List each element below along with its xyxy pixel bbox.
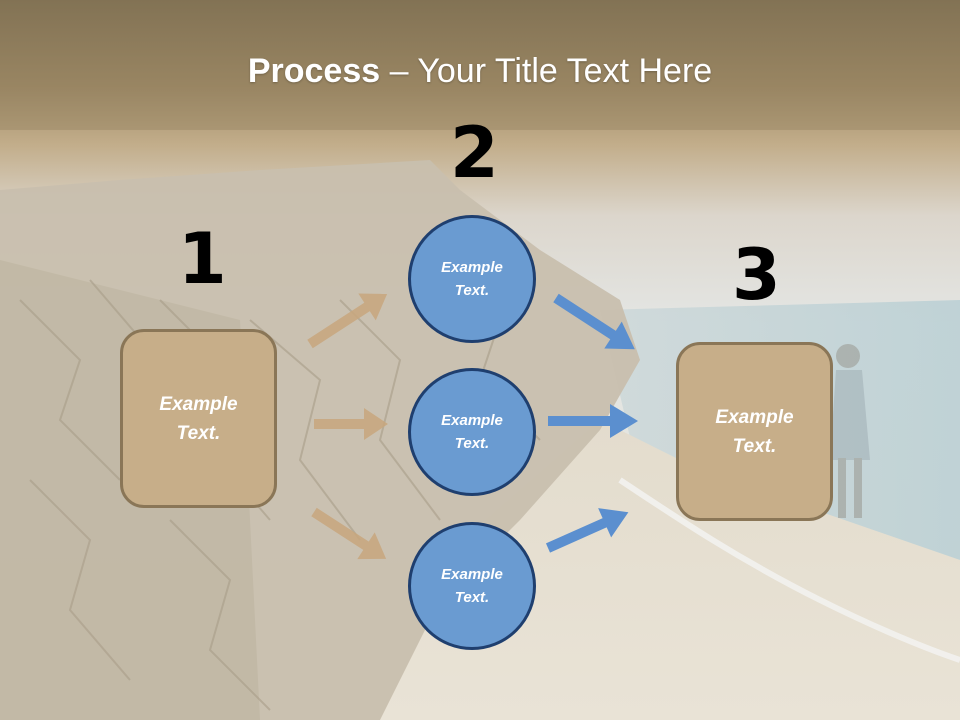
step-3-box[interactable]: Example Text.	[676, 342, 833, 521]
step-number-2: 2	[450, 112, 499, 194]
slide-title: Process – Your Title Text Here	[0, 52, 960, 91]
step-3-text: Example Text.	[715, 403, 793, 461]
circle-bottom-text: Example Text.	[441, 563, 503, 609]
step-3-line2: Text.	[732, 435, 777, 457]
circle-middle-line2: Text.	[454, 435, 490, 452]
step-2-circle-bottom[interactable]: Example Text.	[408, 522, 536, 650]
circle-bottom-line2: Text.	[454, 589, 490, 606]
title-bold: Process	[247, 52, 381, 90]
circle-top-line1: Example	[441, 259, 503, 276]
person-silhouette	[830, 344, 870, 518]
step-1-line1: Example	[159, 393, 238, 415]
step-1-line2: Text.	[176, 422, 221, 444]
circle-middle-line1: Example	[441, 412, 503, 429]
circle-top-line2: Text.	[454, 282, 490, 299]
step-3-line1: Example	[715, 406, 794, 428]
step-number-3: 3	[732, 234, 781, 316]
circle-bottom-line1: Example	[441, 566, 503, 583]
circle-top-text: Example Text.	[441, 256, 503, 302]
step-2-circle-top[interactable]: Example Text.	[408, 215, 536, 343]
step-1-text: Example Text.	[159, 390, 237, 448]
step-1-box[interactable]: Example Text.	[120, 329, 277, 508]
circle-middle-text: Example Text.	[441, 409, 503, 455]
title-rest: – Your Title Text Here	[380, 52, 713, 90]
step-2-circle-middle[interactable]: Example Text.	[408, 368, 536, 496]
step-number-1: 1	[178, 218, 227, 300]
